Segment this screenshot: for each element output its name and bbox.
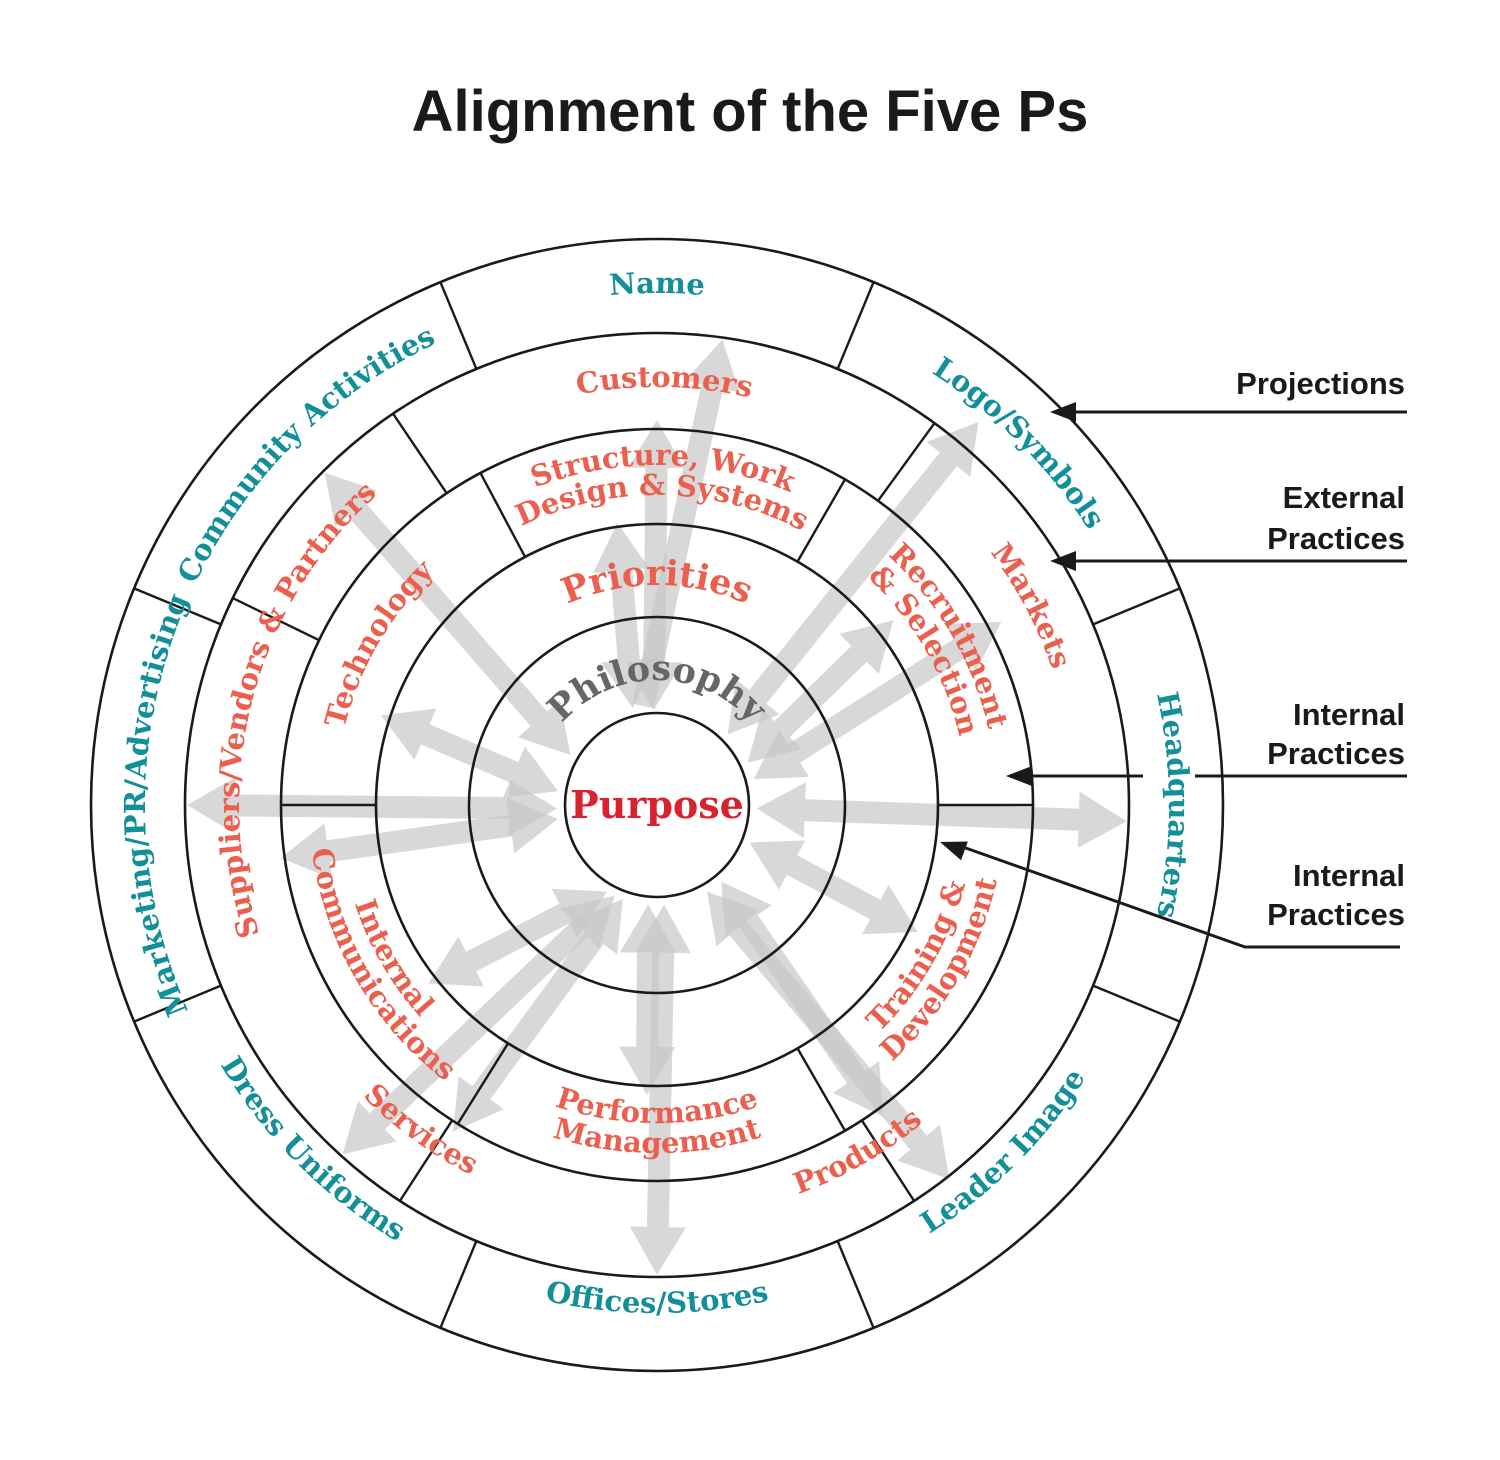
external-divider xyxy=(877,422,936,502)
projection-divider xyxy=(439,281,478,370)
segment-dividers xyxy=(133,281,1181,1329)
external-divider xyxy=(392,413,448,494)
external-divider xyxy=(860,1119,916,1202)
ring-outer-boundary xyxy=(89,237,1225,1373)
alignment-arrow xyxy=(593,522,657,708)
internal-divider xyxy=(796,1047,847,1132)
alignment-arrow xyxy=(756,782,1127,848)
diagram-title: Alignment of the Five Ps xyxy=(411,79,1089,144)
alignment-arrow xyxy=(381,708,558,798)
alignment-arrow xyxy=(428,888,607,987)
ring-projections-inner xyxy=(183,331,1131,1279)
legend-arrowhead-icon xyxy=(1050,551,1076,571)
projection-divider xyxy=(439,1240,478,1329)
alignment-arrow xyxy=(727,422,979,735)
projection-divider xyxy=(836,1240,875,1329)
legend-pointer-line xyxy=(959,844,1400,949)
projection-marketing-pr-advertising: Marketing/PR/Advertising xyxy=(118,588,195,1021)
projection-divider xyxy=(133,587,222,626)
projection-name: Name xyxy=(608,266,706,302)
internal-divider xyxy=(796,478,847,563)
alignment-arrow xyxy=(753,621,1002,780)
ring-purpose xyxy=(563,711,751,899)
legend: ProjectionsExternalPracticesInternalPrac… xyxy=(940,366,1407,949)
legend-arrowhead-icon xyxy=(1006,766,1032,786)
external-divider xyxy=(232,597,320,642)
legend-label: Practices xyxy=(1267,897,1405,932)
alignment-arrow xyxy=(629,904,692,1275)
legend-label: External xyxy=(1283,480,1405,515)
projection-headquarters: Headquarters xyxy=(1150,689,1196,922)
internal-divider xyxy=(479,472,527,558)
legend-label: Practices xyxy=(1267,521,1405,556)
alignment-arrow xyxy=(453,899,623,1132)
ring-priorities-inner xyxy=(467,615,847,995)
alignment-arrow xyxy=(626,420,685,711)
external-divider xyxy=(398,1119,454,1202)
projection-divider xyxy=(836,281,875,370)
projection-divider xyxy=(133,984,222,1023)
legend-arrowhead-icon xyxy=(940,841,968,861)
external-customers: Customers xyxy=(573,360,756,404)
alignment-arrow xyxy=(747,620,894,763)
alignment-arrow xyxy=(749,840,918,935)
legend-item-1: Projections xyxy=(1050,366,1407,422)
legend-label: Internal xyxy=(1293,697,1405,732)
alignment-arrow xyxy=(280,797,558,879)
purpose-label: Purpose xyxy=(570,782,744,827)
legend-label: Practices xyxy=(1267,736,1405,771)
projection-divider xyxy=(1092,984,1181,1023)
legend-label: Projections xyxy=(1236,366,1405,401)
legend-label: Internal xyxy=(1293,858,1405,893)
external-products: Products xyxy=(789,1101,928,1201)
alignment-arrow xyxy=(187,777,558,836)
alignment-arrow xyxy=(619,904,676,1095)
internal-practice-label: Technology xyxy=(318,552,440,730)
projection-divider xyxy=(1092,587,1181,626)
internal-technology: Technology xyxy=(318,552,440,730)
legend-arrowhead-icon xyxy=(1050,402,1076,422)
alignment-arrow xyxy=(707,891,950,1180)
projection-offices-stores: Offices/Stores xyxy=(543,1274,771,1320)
internal-divider xyxy=(456,1042,510,1125)
